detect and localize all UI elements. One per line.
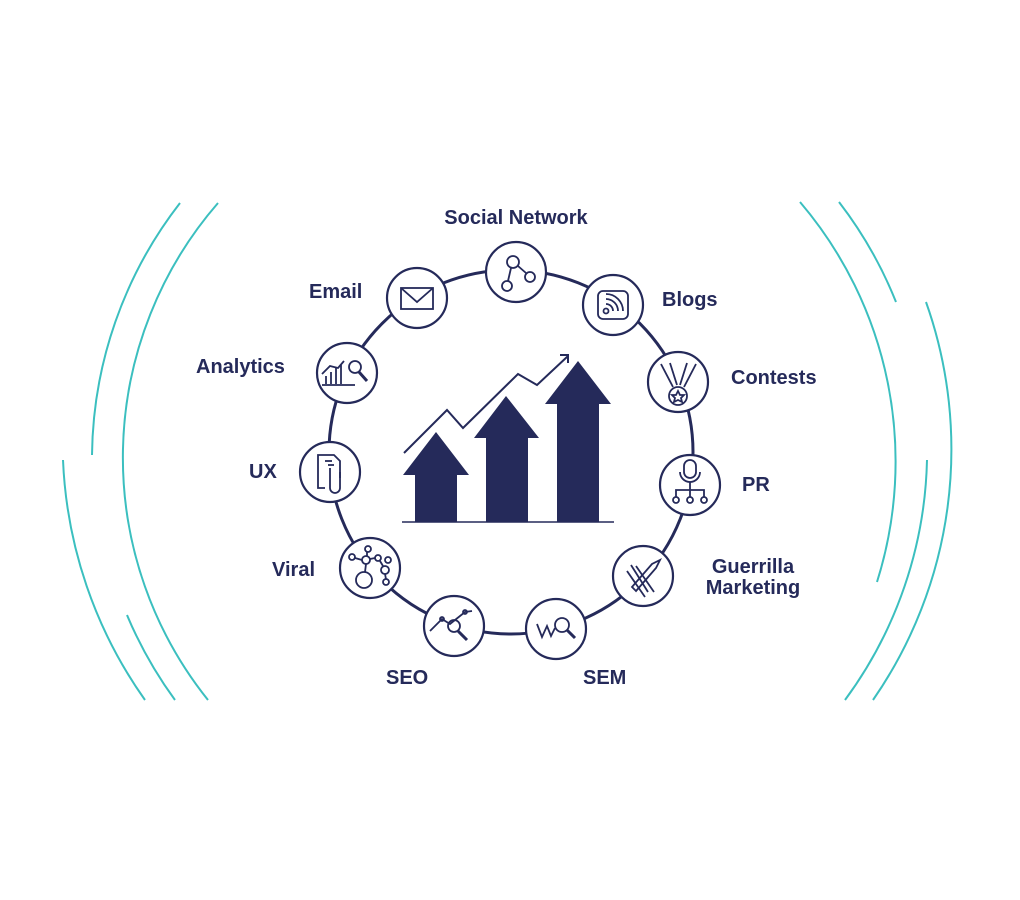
- label-seo: SEO: [386, 667, 429, 689]
- arc-right-outer-top: [838, 201, 897, 303]
- label-guerrilla-marketing: Guerrilla Marketing: [693, 557, 813, 599]
- label-sem: SEM: [583, 667, 627, 689]
- node-circles: [298, 240, 722, 661]
- label-guerrilla: Guerrilla: [711, 556, 795, 578]
- label-social-network: Social Network: [444, 207, 588, 229]
- envelope-icon: [400, 287, 434, 310]
- arc-right-outer: [872, 301, 953, 701]
- rss-feed-icon: [597, 290, 629, 320]
- medal-icon: [660, 362, 697, 406]
- arc-left-outer-bottom: [62, 459, 146, 701]
- arc-left-inner: [121, 202, 219, 701]
- label-ux: UX: [249, 461, 277, 483]
- molecule-network-icon: [348, 545, 392, 589]
- share-network-icon: [501, 255, 536, 292]
- arc-left-outer-top: [91, 202, 181, 456]
- label-viral: Viral: [272, 559, 315, 581]
- chart-magnifier-icon: [321, 360, 369, 386]
- label-marketing: Marketing: [705, 577, 801, 599]
- label-analytics: Analytics: [196, 356, 285, 378]
- search-graph-icon: [536, 617, 577, 640]
- label-pr: PR: [742, 474, 770, 496]
- label-contests: Contests: [731, 367, 817, 389]
- document-clip-icon: [317, 454, 341, 494]
- teal-arcs: [62, 201, 953, 701]
- seo-magnifier-icon: [429, 609, 473, 642]
- label-blogs: Blogs: [662, 289, 718, 311]
- arc-right-lower: [844, 459, 928, 701]
- arc-right-inner: [799, 201, 897, 583]
- growth-chart-icon: [402, 354, 614, 523]
- arc-left-small: [126, 614, 176, 701]
- label-email: Email: [309, 281, 363, 303]
- microphone-hierarchy-icon: [672, 459, 708, 504]
- rocket-icon: [626, 557, 663, 598]
